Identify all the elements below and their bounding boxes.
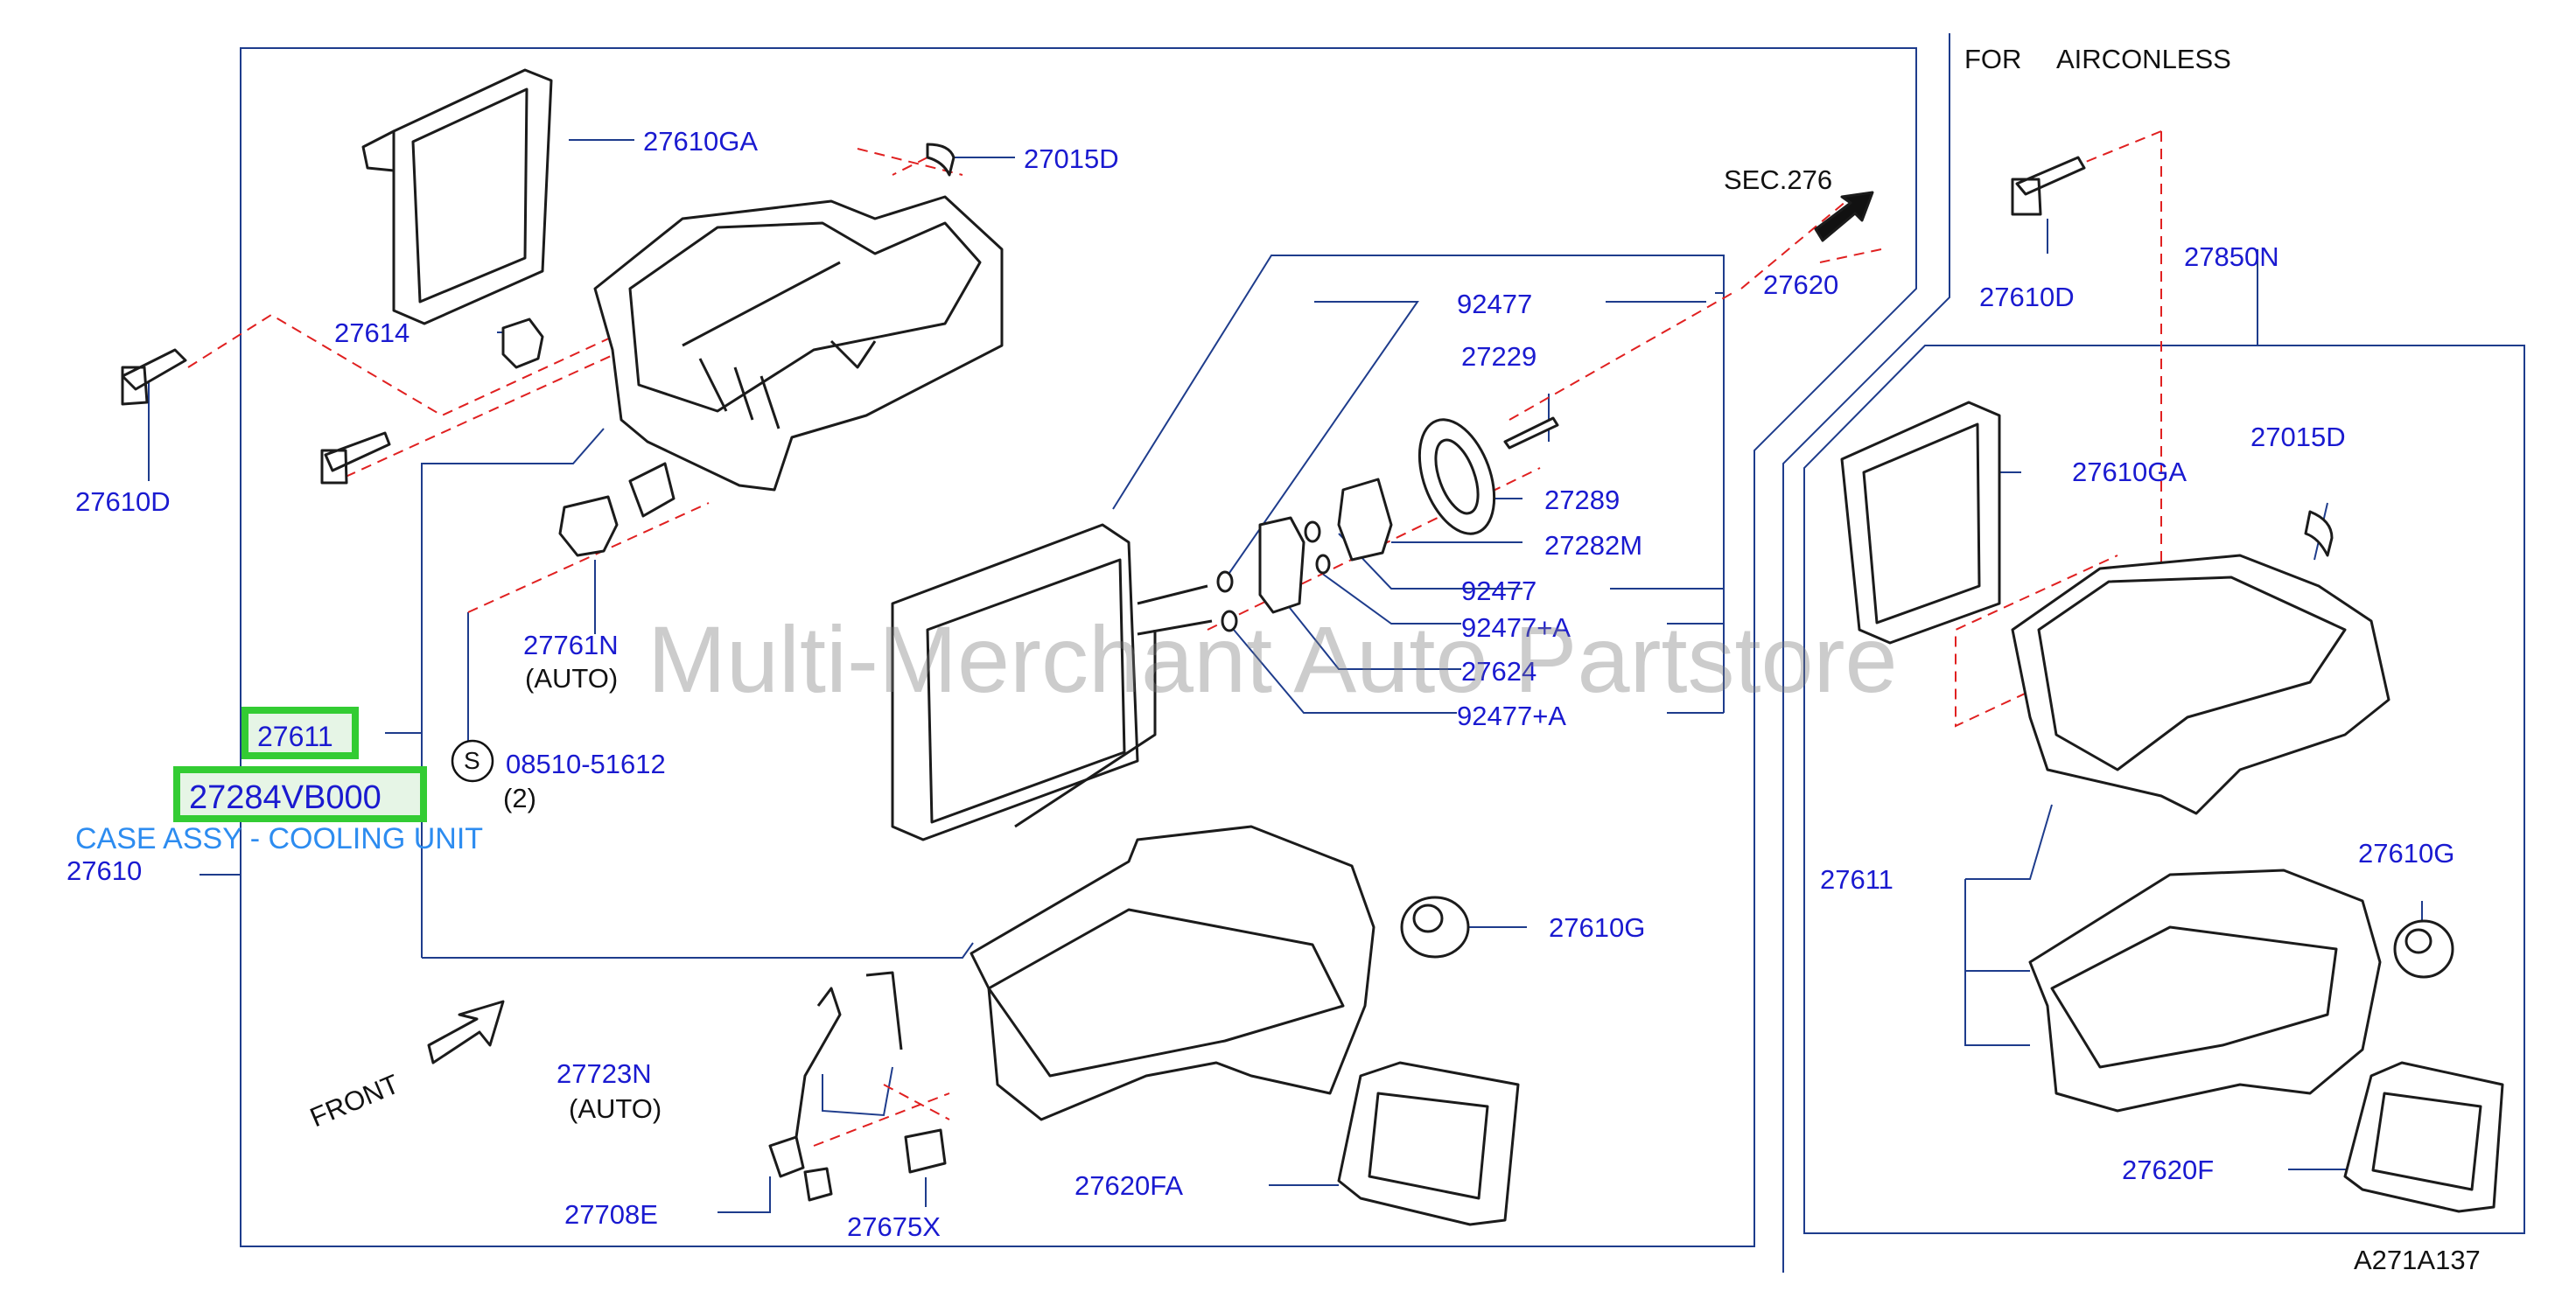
label-27610[interactable]: 27610 xyxy=(66,855,143,886)
label-27610D-left[interactable]: 27610D xyxy=(75,486,171,517)
label-27015D[interactable]: 27015D xyxy=(1024,143,1119,174)
part-27282M-plate xyxy=(1337,478,1393,562)
part-r-case-lower xyxy=(2028,869,2382,1113)
bracket-27620 xyxy=(1112,255,1725,510)
watermark: Multi-Merchant Auto Partstore xyxy=(648,606,1898,712)
label-27620[interactable]: 27620 xyxy=(1763,269,1839,300)
label-r27610D[interactable]: 27610D xyxy=(1979,282,2075,312)
part-27761N-sensor xyxy=(558,495,619,557)
part-seal-plate xyxy=(628,462,676,518)
label-27229[interactable]: 27229 xyxy=(1461,341,1537,372)
right-sub-box xyxy=(1803,345,2525,1234)
part-27614-clip xyxy=(501,318,544,369)
label-27723N[interactable]: 27723N xyxy=(556,1058,652,1089)
label-27610GA[interactable]: 27610GA xyxy=(643,126,758,157)
part-cooling-case-upper xyxy=(593,195,1004,492)
part-27624-valve xyxy=(1258,516,1306,614)
label-27610G[interactable]: 27610G xyxy=(1549,912,1646,943)
label-92477-mid[interactable]: 92477 xyxy=(1461,576,1537,606)
part-number-text: 27284VB000 xyxy=(189,779,382,816)
label-qty-2: (2) xyxy=(503,783,536,813)
leaders xyxy=(148,139,2423,1213)
label-r27620F[interactable]: 27620F xyxy=(2122,1155,2215,1185)
s-symbol-circle xyxy=(451,739,494,783)
part-27708E-clip xyxy=(803,1167,833,1202)
label-auto-2: (AUTO) xyxy=(569,1093,662,1124)
label-08510-51612[interactable]: 08510-51612 xyxy=(506,749,666,779)
part-27610D-screw-right xyxy=(2011,156,2086,216)
part-cooling-case-lower xyxy=(970,825,1376,1121)
label-27675X[interactable]: 27675X xyxy=(847,1211,941,1242)
label-sec276[interactable]: SEC.276 xyxy=(1724,164,1833,195)
highlight-27611[interactable]: 27611 xyxy=(242,707,359,759)
label-27624[interactable]: 27624 xyxy=(1461,656,1537,687)
sec-arrow xyxy=(1814,191,1874,242)
label-92477A-lower[interactable]: 92477+A xyxy=(1457,701,1566,731)
part-92477-ring xyxy=(1304,520,1321,543)
bracket-92477-top xyxy=(1228,301,1706,574)
right-frame-divider xyxy=(1782,33,1950,1273)
label-27289[interactable]: 27289 xyxy=(1544,485,1620,515)
bracket-92477-right xyxy=(1610,293,1725,714)
for-label: FOR xyxy=(1964,44,2022,74)
label-92477-top[interactable]: 92477 xyxy=(1457,289,1533,319)
label-27620FA[interactable]: 27620FA xyxy=(1074,1170,1184,1201)
part-screw-lower xyxy=(320,431,391,485)
highlight-part-number[interactable]: 27284VB000 xyxy=(173,766,427,822)
part-27610D-screw-left xyxy=(121,348,187,406)
part-27675X-connector xyxy=(904,1128,947,1174)
label-92477A-upper[interactable]: 92477+A xyxy=(1461,612,1571,643)
bracket-27620-left xyxy=(421,428,605,958)
airconless-label: AIRCONLESS xyxy=(2056,44,2231,74)
label-r27850N[interactable]: 27850N xyxy=(2184,241,2279,272)
case-assy-description: CASE ASSY - COOLING UNIT xyxy=(75,822,484,855)
label-r27610GA[interactable]: 27610GA xyxy=(2072,457,2187,487)
label-27708E[interactable]: 27708E xyxy=(564,1199,658,1230)
label-r27611[interactable]: 27611 xyxy=(1820,864,1894,895)
label-27614[interactable]: 27614 xyxy=(334,318,410,348)
highlight-27611-text: 27611 xyxy=(257,721,333,752)
label-r27610G[interactable]: 27610G xyxy=(2358,838,2455,869)
dashed-guides xyxy=(187,130,2162,1147)
part-27723N-harness xyxy=(786,987,842,1155)
s-symbol-letter: S xyxy=(464,747,480,774)
part-27015D-hose-left xyxy=(926,143,956,177)
label-auto-1: (AUTO) xyxy=(525,663,619,694)
main-frame-outline xyxy=(240,47,1917,1247)
bracket-27620-bottom xyxy=(422,942,974,959)
part-r27015D-hose xyxy=(2304,510,2334,557)
front-arrow xyxy=(427,1000,505,1064)
label-r27015D[interactable]: 27015D xyxy=(2250,422,2346,452)
drawing-code: A271A137 xyxy=(2354,1245,2481,1275)
label-27761N[interactable]: 27761N xyxy=(523,630,619,660)
part-27229-bolt xyxy=(1503,416,1559,450)
part-r-case-upper xyxy=(2011,554,2390,815)
label-27282M[interactable]: 27282M xyxy=(1544,530,1643,561)
